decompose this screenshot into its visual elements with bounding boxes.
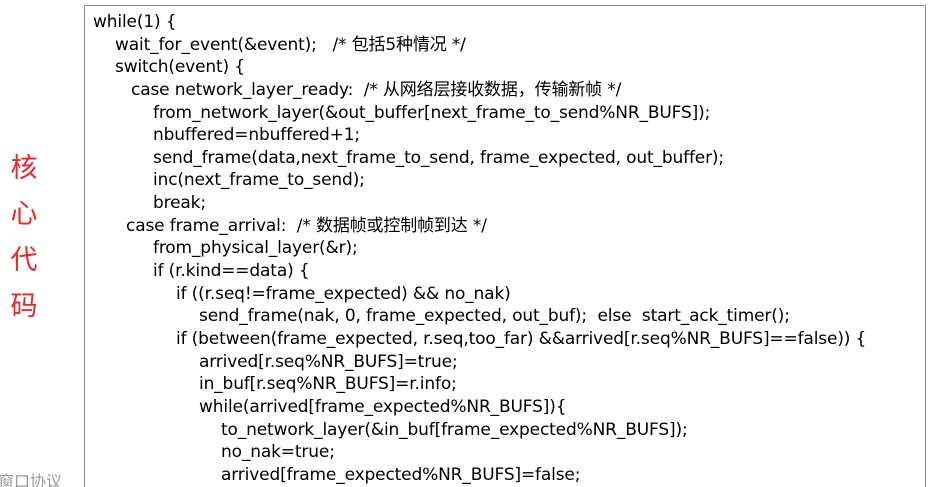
core-code-char-4: 码 <box>10 291 38 322</box>
code-line: no_nak=true; <box>221 442 335 463</box>
code-line: in_buf[r.seq%NR_BUFS]=r.info; <box>199 374 457 395</box>
code-line: arrived[r.seq%NR_BUFS]=true; <box>199 351 458 372</box>
code-line: to_network_layer(&in_buf[frame_expected%… <box>221 419 688 440</box>
code-lines: while(1) { wait_for_event(&event); /* 包括… <box>93 11 925 486</box>
code-line: from_network_layer(&out_buffer[next_fram… <box>153 102 711 123</box>
code-line: case network_layer_ready: /* 从网络层接收数据，传输… <box>131 79 622 100</box>
code-line: nbuffered=nbuffered+1; <box>153 125 361 146</box>
code-line: send_frame(nak, 0, frame_expected, out_b… <box>199 306 790 327</box>
core-code-char-3: 代 <box>10 245 38 276</box>
code-line: if ((r.seq!=frame_expected) && no_nak) <box>176 283 511 304</box>
code-line: break; <box>153 193 206 214</box>
code-line: wait_for_event(&event); /* 包括5种情况 */ <box>115 34 466 55</box>
code-line: if (r.kind==data) { <box>153 261 310 282</box>
code-line: switch(event) { <box>115 57 245 78</box>
core-code-label: 核 心 代 码 <box>8 146 40 330</box>
code-line: send_frame(data,next_frame_to_send, fram… <box>153 147 724 168</box>
code-line: if (between(frame_expected, r.seq,too_fa… <box>176 328 867 349</box>
code-line: while(arrived[frame_expected%NR_BUFS]){ <box>199 396 567 417</box>
core-code-char-1: 核 <box>10 153 38 184</box>
core-code-char-2: 心 <box>10 199 38 230</box>
code-line: inc(next_frame_to_send); <box>153 170 365 191</box>
footer-caption: 窗口协议 <box>0 472 63 487</box>
code-line: while(1) { <box>93 12 177 32</box>
code-line: from_physical_layer(&r); <box>153 238 358 259</box>
code-block: while(1) { wait_for_event(&event); /* 包括… <box>84 5 926 487</box>
code-line: case frame_arrival: /* 数据帧或控制帧到达 */ <box>126 215 487 236</box>
code-line: arrived[frame_expected%NR_BUFS]=false; <box>221 464 581 485</box>
